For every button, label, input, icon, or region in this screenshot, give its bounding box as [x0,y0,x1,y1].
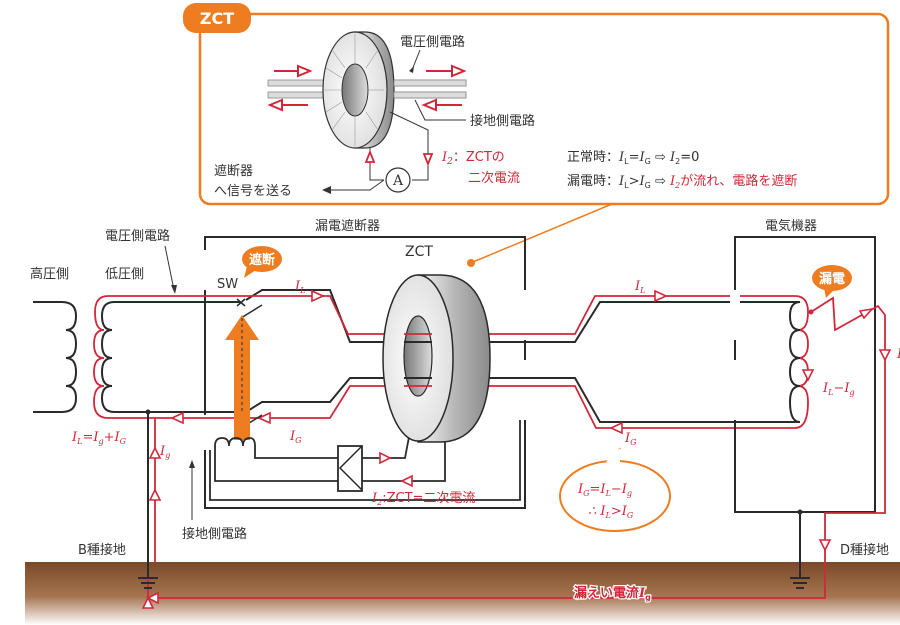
d-ground-label: D種接地 [840,542,889,558]
elcb-title: 漏電遮断器 [315,218,380,234]
inset-leader-line [472,203,613,263]
leakage-current-label: 漏えい電流Ig [574,585,651,602]
sw-label: SW [217,277,238,292]
inset-leader-dot [467,259,475,267]
svg-text:漏電: 漏電 [819,271,845,287]
inset-i2-desc2: 二次電流 [468,170,520,186]
b-ground-label: B種接地 [78,542,126,558]
svg-text:遮断: 遮断 [249,252,275,268]
il-label-right: IL [634,279,645,295]
send-signal-line2: へ信号を送る [214,184,292,199]
trip-arrow-icon [225,315,259,440]
transformer-icon [33,301,160,413]
d-ground-symbol-icon [790,577,810,589]
current-arrows [170,289,815,435]
ground-wiring [147,412,801,578]
low-side-current-loop [93,295,160,419]
zct-label: ZCT [405,244,433,260]
high-voltage-side-label: 高圧側 [30,266,69,282]
voltage-side-circuit-label: 電圧側電路 [105,228,170,244]
ground-soil [25,562,900,625]
i2-zct-label: I2:ZCT=二次電流 [371,490,475,507]
relay-icon [337,445,363,492]
b-ground-symbol-icon [138,577,158,589]
cutoff-badge: 遮断 [242,246,282,278]
ig-equation-bubble: IG=IL−Ig ∴ IL>IG [559,447,671,532]
ammeter-symbol: A [392,173,404,189]
zct-tag-label: ZCT [200,9,234,28]
leak-arrows [141,307,892,609]
right-edge-current-label: I [896,347,900,362]
ground-side-circuit-label: 接地側電路 [182,526,247,542]
ig-small-label: Ig [159,444,170,460]
inset-ground-side-label: 接地側電路 [470,113,535,129]
il-label-left: IL [294,279,305,295]
trip-coil-icon [214,437,256,447]
conductors [160,289,800,423]
device-coil-icon [788,301,801,423]
il-equation: IL=Ig+IG [71,430,127,446]
normal-condition: 正常時：IL=IG ⇨ I2=0 [567,150,699,166]
svg-text:∴ IL>IG: ∴ IL>IG [588,504,634,520]
low-voltage-side-label: 低圧側 [105,267,144,282]
inset-voltage-side-label: 電圧側電路 [400,34,465,50]
inset-current-arrows [267,64,467,112]
ammeter-icon [385,167,411,193]
zct-tag [183,3,251,33]
send-signal-line1: 遮断器 [214,163,253,179]
device-title: 電気機器 [765,218,817,234]
inset-i2-label: I2：ZCTの [441,150,505,167]
ig-label-right: IG [624,431,637,447]
toroid-core-icon [322,31,395,149]
il-minus-ig-label: IL−Ig [822,381,855,397]
svg-text:IG=IL−Ig: IG=IL−Ig [577,482,632,498]
zct-inset: ZCT [183,3,890,267]
leak-condition: 漏電時：IL>IG ⇨ I2が流れ、電路を遮断 [567,173,797,190]
leak-badge: 漏電 [812,265,852,298]
ig-label-left: IG [289,429,302,445]
zct-core-icon [382,274,491,443]
